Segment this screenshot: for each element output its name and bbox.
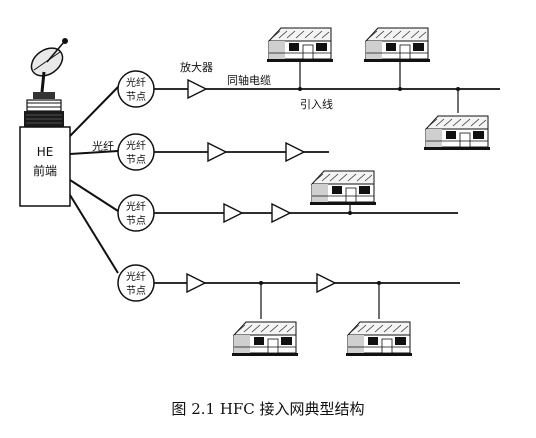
- fiber-label: 光纤: [92, 139, 114, 153]
- optical-node: 光纤 节点: [117, 264, 155, 302]
- node-label-line1: 光纤: [126, 76, 146, 89]
- amplifier-icon: [187, 79, 207, 99]
- house-icon: [231, 321, 299, 357]
- fiber-links: [69, 86, 119, 274]
- amplifier-label: 放大器: [180, 60, 213, 74]
- headend-label-line1: HE: [37, 145, 54, 159]
- house-icon: [309, 170, 377, 206]
- amplifier-icon: [223, 203, 243, 223]
- headend-label-line2: 前端: [33, 163, 57, 178]
- optical-node: 光纤 节点: [117, 194, 155, 232]
- coax-trunks: [154, 88, 500, 284]
- node-label-line1: 光纤: [126, 200, 146, 213]
- house-icon: [423, 115, 491, 151]
- node-label-line2: 节点: [126, 154, 146, 166]
- house-icon: [345, 321, 413, 357]
- node-label-line2: 节点: [126, 285, 146, 297]
- node-label-line1: 光纤: [126, 270, 146, 283]
- amplifier-icon: [316, 273, 336, 293]
- node-label-line2: 节点: [126, 91, 146, 103]
- house-icon: [266, 27, 334, 63]
- node-label-line2: 节点: [126, 215, 146, 227]
- coax-label: 同轴电缆: [227, 73, 271, 87]
- optical-node: 光纤 节点: [117, 70, 155, 108]
- optical-node: 光纤 节点: [117, 133, 155, 171]
- house-icon: [363, 27, 431, 63]
- amplifier-icon: [207, 142, 227, 162]
- node-label-line1: 光纤: [126, 139, 146, 152]
- amplifier-icon: [271, 203, 291, 223]
- figure-caption: 图 2.1 HFC 接入网典型结构: [171, 400, 364, 418]
- headend-box: [19, 126, 71, 207]
- satellite-dish-icon: [24, 38, 68, 127]
- drop-label: 引入线: [300, 97, 333, 111]
- amplifier-icon: [285, 142, 305, 162]
- amplifier-icon: [186, 273, 206, 293]
